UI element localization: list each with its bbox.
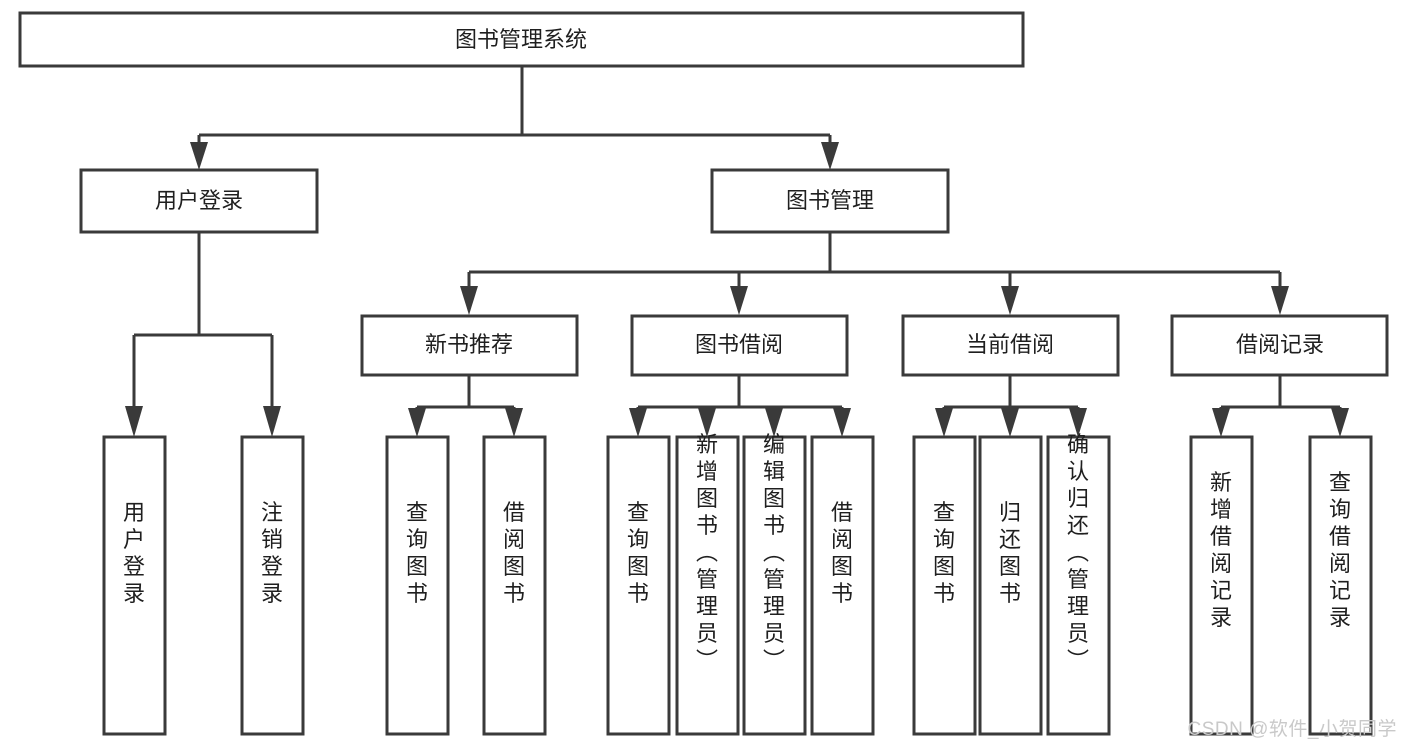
node-current-borrow-label: 当前借阅 (966, 332, 1054, 357)
node-borrow-record[interactable]: 借阅记录 (1170, 314, 1389, 377)
node-book-borrow[interactable]: 图书借阅 (630, 314, 849, 377)
leaf-add-book-admin-box (675, 435, 740, 736)
leaf-query-borrow-record-box (1308, 435, 1373, 736)
node-root-box (18, 11, 1025, 68)
leaf-edit-book-admin-label: 编辑图书︵管理员︶ (763, 432, 785, 673)
leaf-edit-book-admin-box (742, 435, 807, 736)
leaf-add-book-admin-label: 新增图书︵管理员︶ (696, 432, 718, 673)
leaf-add-book-admin[interactable]: 新增图书︵管理员︶ (675, 432, 740, 736)
arrow-head-new-book (460, 286, 478, 315)
node-borrow-record-label: 借阅记录 (1236, 332, 1324, 357)
leaf-user-login-label: 用户登录 (123, 500, 145, 606)
leaf-query-book-current-box (912, 435, 977, 736)
node-root-system[interactable]: 图书管理系统 (18, 11, 1025, 68)
node-new-book-recommend[interactable]: 新书推荐 (360, 314, 579, 377)
node-current-borrow-box (901, 314, 1120, 377)
arrow-head-newbook-leaf-2 (505, 408, 523, 437)
leaf-confirm-return-admin-box (1046, 435, 1111, 736)
leaf-logout-box (240, 435, 305, 736)
arrow-head-currentborrow-leaf-1 (935, 408, 953, 437)
node-user-login-label: 用户登录 (155, 188, 243, 213)
leaf-add-borrow-record-label: 新增借阅记录 (1210, 470, 1232, 630)
leaf-borrow-book-borrow-label: 借阅图书 (831, 500, 853, 606)
arrow-head-leaf-user-login (125, 406, 143, 437)
leaf-query-book-recommend[interactable]: 查询图书 (385, 435, 450, 736)
node-new-book-recommend-box (360, 314, 579, 377)
arrow-head-currentborrow-leaf-2 (1001, 408, 1019, 437)
leaf-confirm-return-admin[interactable]: 确认归还︵管理员︶ (1046, 432, 1111, 736)
arrow-head-bookborrow-leaf-2 (698, 408, 716, 437)
leaf-borrow-book-recommend-label: 借阅图书 (503, 500, 525, 606)
leaf-borrow-book-recommend-box (482, 435, 547, 736)
leaf-borrow-book-recommend[interactable]: 借阅图书 (482, 435, 547, 736)
arrow-head-current-borrow (1001, 286, 1019, 315)
leaf-query-book-borrow[interactable]: 查询图书 (606, 435, 671, 736)
leaf-logout-label: 注销登录 (261, 500, 283, 606)
node-current-borrow[interactable]: 当前借阅 (901, 314, 1120, 377)
arrow-head-borrowrecord-leaf-1 (1212, 408, 1230, 437)
leaf-confirm-return-admin-label: 确认归还︵管理员︶ (1067, 432, 1089, 673)
arrow-head-book-borrow (730, 286, 748, 315)
connector-layer (125, 66, 1349, 437)
node-borrow-record-box (1170, 314, 1389, 377)
node-book-borrow-label: 图书借阅 (695, 332, 783, 357)
leaf-query-book-borrow-box (606, 435, 671, 736)
leaf-query-book-recommend-label: 查询图书 (406, 500, 428, 606)
arrow-head-book-manage (821, 142, 839, 170)
leaf-return-book[interactable]: 归还图书 (978, 435, 1043, 736)
arrow-head-leaf-logout (263, 406, 281, 437)
arrow-head-currentborrow-leaf-3 (1069, 408, 1087, 437)
leaf-query-book-recommend-box (385, 435, 450, 736)
arrow-head-user-login (190, 142, 208, 170)
node-new-book-recommend-label: 新书推荐 (425, 332, 513, 357)
arrow-head-bookborrow-leaf-1 (629, 408, 647, 437)
node-book-management-label: 图书管理 (786, 188, 874, 213)
arrow-head-bookborrow-leaf-3 (765, 408, 783, 437)
leaf-edit-book-admin[interactable]: 编辑图书︵管理员︶ (742, 432, 807, 736)
leaf-logout[interactable]: 注销登录 (240, 435, 305, 736)
node-user-login-box (79, 168, 319, 234)
node-root-label: 图书管理系统 (455, 27, 587, 52)
leaf-add-borrow-record-box (1189, 435, 1254, 736)
leaf-user-login-box (102, 435, 167, 736)
arrow-head-borrowrecord-leaf-2 (1331, 408, 1349, 437)
leaf-borrow-book-borrow-box (810, 435, 875, 736)
leaf-borrow-book-borrow[interactable]: 借阅图书 (810, 435, 875, 736)
leaf-add-borrow-record[interactable]: 新增借阅记录 (1189, 435, 1254, 736)
leaf-query-book-current[interactable]: 查询图书 (912, 435, 977, 736)
leaf-user-login[interactable]: 用户登录 (102, 435, 167, 736)
node-user-login[interactable]: 用户登录 (79, 168, 319, 234)
leaf-query-borrow-record-label: 查询借阅记录 (1329, 470, 1351, 630)
arrow-head-bookborrow-leaf-4 (833, 408, 851, 437)
leaf-return-book-box (978, 435, 1043, 736)
node-book-management[interactable]: 图书管理 (710, 168, 950, 234)
leaf-query-book-borrow-label: 查询图书 (627, 500, 649, 606)
leaf-query-book-current-label: 查询图书 (933, 500, 955, 606)
node-book-management-box (710, 168, 950, 234)
leaf-query-borrow-record[interactable]: 查询借阅记录 (1308, 435, 1373, 736)
csdn-watermark: CSDN @软件_小贺同学 (1187, 719, 1397, 740)
arrow-head-newbook-leaf-1 (408, 408, 426, 437)
arrow-head-borrow-record (1271, 286, 1289, 315)
leaf-return-book-label: 归还图书 (999, 500, 1021, 606)
node-book-borrow-box (630, 314, 849, 377)
